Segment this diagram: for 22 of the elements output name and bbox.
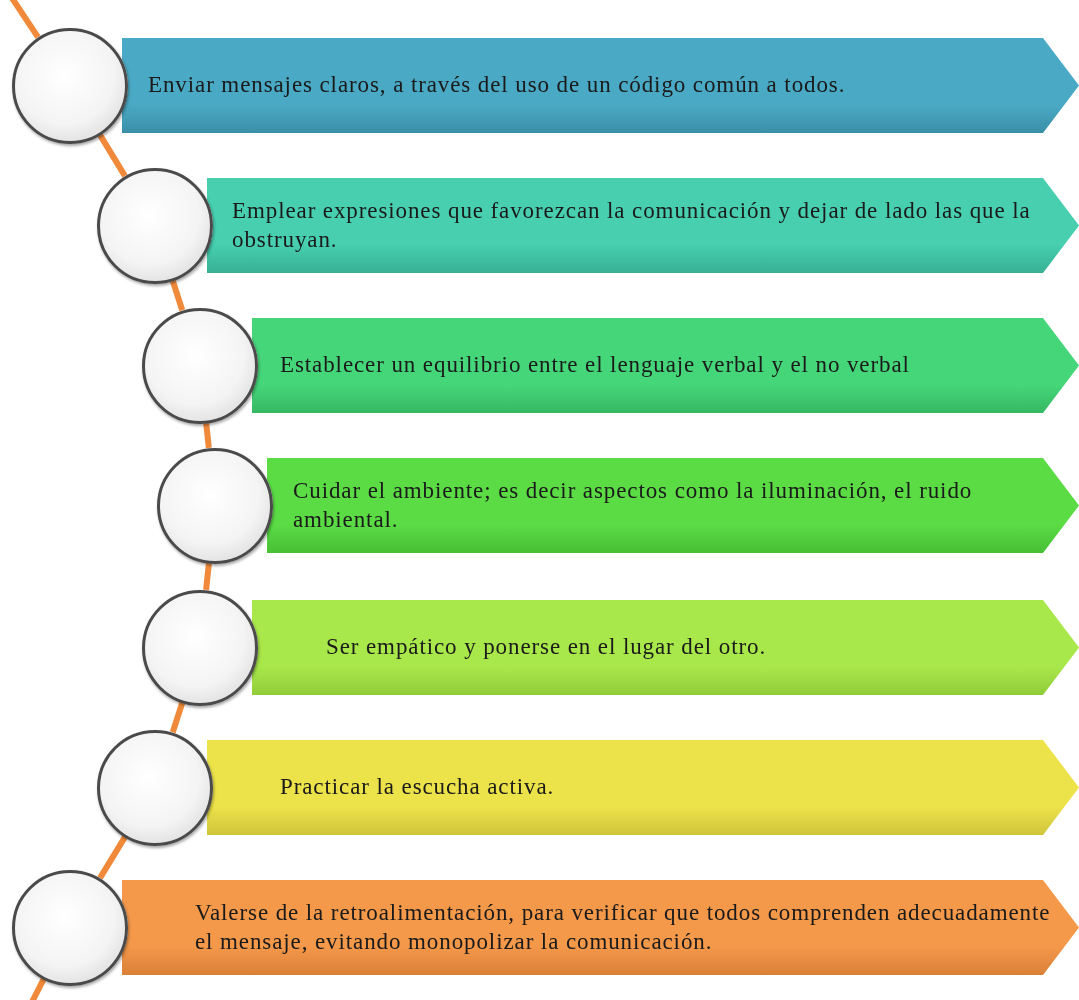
- band-text: Ser empático y ponerse en el lugar del otro.: [326, 633, 767, 662]
- timeline-line: [203, 562, 212, 591]
- band-text: Enviar mensajes claros, a través del uso de un código común a todos.: [148, 71, 846, 100]
- arrow-band: [207, 740, 1079, 835]
- timeline-line: [97, 835, 128, 880]
- arrow-band: [252, 318, 1079, 413]
- timeline-line: [97, 133, 128, 178]
- band-text: Cuidar el ambiente; es decir aspectos como la iluminación, el ruido ambiental.: [293, 477, 974, 534]
- arrow-band: [252, 600, 1079, 695]
- timeline-line: [169, 279, 186, 312]
- timeline-line: [169, 701, 186, 734]
- timeline-line: [9, 0, 41, 39]
- arrow-band: [267, 458, 1079, 553]
- band-text: Establecer un equilibrio entre el lenguaje verbal y el no verbal: [280, 351, 910, 380]
- timeline-line: [29, 977, 47, 1000]
- arrow-band: [207, 178, 1079, 273]
- arrow-band: [122, 880, 1079, 975]
- band-text: Emplear expresiones que favorezcan la comunicación y dejar de lado las que la obstruyan.: [232, 197, 1032, 254]
- timeline-line: [203, 422, 212, 449]
- band-text: Valerse de la retroalimentación, para verificar que todos comprenden adecuadamente el mensaje, evitando monopolizar la comunicación.: [195, 899, 1052, 956]
- arrow-band: [122, 38, 1079, 133]
- band-text: Practicar la escucha activa.: [280, 773, 555, 802]
